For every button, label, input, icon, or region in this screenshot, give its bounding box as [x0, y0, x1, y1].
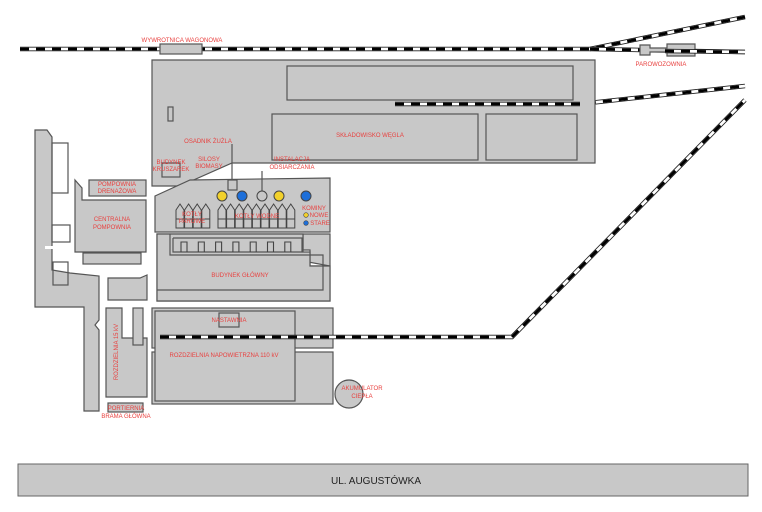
- label-drainage-pump: DRENAŻOWA: [98, 188, 137, 195]
- label-crusher: KRUSZAREK: [153, 167, 190, 173]
- building-bay: [215, 241, 223, 252]
- label-drainage-pump: POMPOWNIA: [98, 182, 136, 188]
- boiler: [260, 203, 270, 229]
- label-desulfurization: ODSIARCZANIA: [269, 165, 314, 171]
- label-chimneys: KOMINY: [302, 206, 326, 212]
- label-water-boilers: KOTŁY WODNE: [235, 214, 279, 220]
- label-coal-storage: SKŁADOWISKO WĘGLA: [336, 133, 404, 139]
- coal-yard-inner: [286, 65, 574, 101]
- label-central-pump: POMPOWNIA: [93, 225, 131, 231]
- main-building-bays: [180, 241, 292, 252]
- water-boilers: [217, 203, 296, 229]
- building-bay: [197, 241, 205, 252]
- label-biomass-silos: BIOMASY: [195, 164, 222, 170]
- label-chimneys-old: STARE: [310, 221, 330, 227]
- label-biomass-silos: SILOSY: [198, 157, 220, 163]
- boiler: [184, 203, 194, 229]
- control-room: [218, 312, 240, 328]
- switchgear-annex: [132, 307, 144, 346]
- building-bay: [284, 241, 292, 252]
- crusher-building: [161, 162, 181, 178]
- chimney-old: [236, 190, 248, 202]
- chimney-new: [216, 190, 228, 202]
- building-bay: [180, 241, 188, 252]
- boiler: [217, 203, 227, 229]
- label-main-building: BUDYNEK GŁÓWNY: [211, 272, 268, 279]
- drainage-pump-station: [88, 179, 147, 197]
- building-bay: [266, 241, 275, 252]
- labels: WYWROTNICA WAGONOWA PAROWOZOWNIA SKŁADOW…: [93, 38, 686, 420]
- boiler: [192, 203, 202, 229]
- label-steam-boilers: PAROWE: [179, 219, 205, 225]
- chimney-new: [273, 190, 285, 202]
- boiler: [251, 203, 261, 229]
- coal-storage: [271, 113, 479, 161]
- legend-old-icon: [303, 220, 309, 226]
- label-slag-settler: OSADNIK ŻUŻLA: [184, 138, 232, 145]
- heat-accumulator: [334, 379, 364, 409]
- label-central-pump: CENTRALNA: [94, 217, 130, 223]
- street: [17, 463, 749, 497]
- label-steam-boilers: KOTŁY: [182, 212, 202, 218]
- street-label: UL. AUGUSTÓWKA: [331, 474, 421, 487]
- slag-settler: [227, 179, 238, 191]
- label-heat-accumulator: CIEPŁA: [351, 394, 372, 400]
- label-switchyard-110kv: ROZDZIELNIA NAPOWIETRZNA 110 kV: [170, 353, 279, 359]
- boiler: [243, 203, 253, 229]
- west-building-strip: [34, 129, 100, 412]
- boiler: [286, 203, 296, 229]
- coal-storage-east: [485, 113, 578, 161]
- main-building: [156, 233, 331, 302]
- legend-new-icon: [303, 212, 309, 218]
- label-gatehouse: PORTIERNIA: [108, 406, 145, 412]
- label-chimneys-new: NOWE: [310, 213, 329, 219]
- switchyard-110kv: [154, 310, 296, 402]
- boiler: [226, 203, 236, 229]
- label-desulfurization: INSTALACJA: [274, 157, 310, 163]
- chimney-old: [300, 190, 312, 202]
- wagon-tipper: [159, 43, 203, 55]
- central-pump-station: [74, 178, 147, 253]
- label-control-room: NASTAWNIA: [211, 318, 246, 324]
- building-bay: [249, 241, 257, 252]
- steam-boilers: [175, 203, 211, 229]
- switchgear-15kv: [105, 307, 148, 398]
- chimney-desulfurization: [256, 190, 268, 202]
- label-locomotive-depot: PAROWOZOWNIA: [636, 62, 687, 68]
- label-heat-accumulator: AKUMULATOR: [341, 386, 383, 392]
- boiler: [175, 203, 185, 229]
- label-gatehouse: BRAMA GŁÓWNA: [101, 413, 150, 420]
- label-crusher: BUDYNEK: [156, 160, 185, 166]
- west-block: [107, 274, 148, 301]
- boiler: [269, 203, 279, 229]
- building-bay: [232, 241, 240, 252]
- label-switchgear-15kv: ROZDZIELNIA 15 kV: [114, 324, 120, 380]
- gatehouse: [107, 402, 144, 413]
- small-structure: [167, 106, 174, 122]
- boiler: [277, 203, 287, 229]
- boiler: [201, 203, 211, 229]
- pump-annex: [82, 252, 142, 265]
- label-wagon-tipper: WYWROTNICA WAGONOWA: [142, 38, 223, 44]
- track-north: [20, 14, 746, 52]
- boiler: [234, 203, 244, 229]
